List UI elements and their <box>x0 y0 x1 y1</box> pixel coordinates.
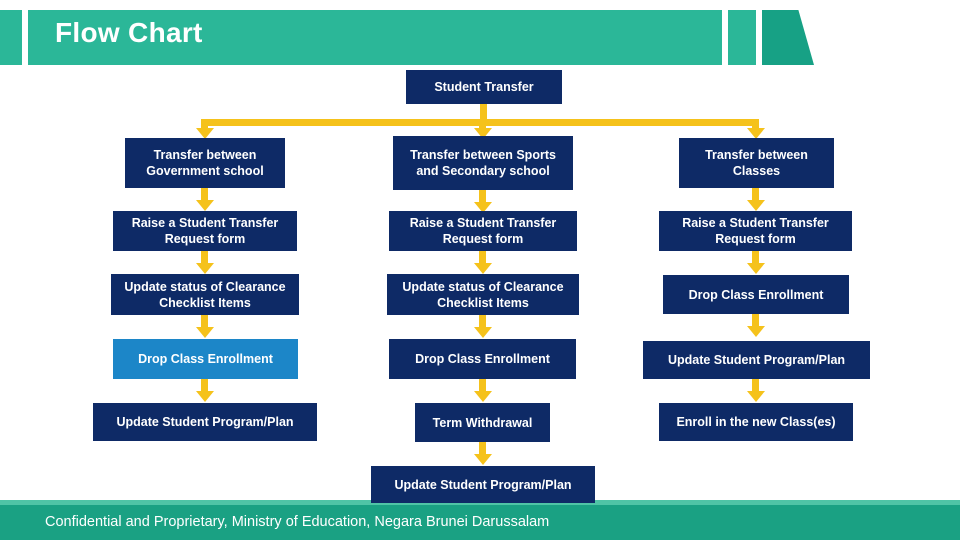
arrow-col2-4-5 <box>474 391 492 402</box>
footer-confidentiality-text: Confidential and Proprietary, Ministry o… <box>45 514 550 530</box>
arrow-col3-4-5 <box>747 391 765 402</box>
arrow-to-col3-n1 <box>747 128 765 139</box>
connector-col1-2-3 <box>201 251 208 267</box>
connector-branch-drop-left <box>201 119 208 131</box>
arrow-col1-3-4 <box>196 327 214 338</box>
connector-root-stem <box>480 104 487 126</box>
node-student-transfer[interactable]: Student Transfer <box>406 70 562 104</box>
arrow-col2-1-2 <box>474 202 492 213</box>
node-col1-drop-class-enrollment[interactable]: Drop Class Enrollment <box>113 339 298 379</box>
arrow-col3-3-4 <box>747 326 765 337</box>
page-title: Flow Chart <box>55 17 203 48</box>
arrow-col1-4-5 <box>196 391 214 402</box>
connector-col3-4-5 <box>752 379 759 395</box>
arrow-col3-2-3 <box>747 263 765 274</box>
connector-col1-4-5 <box>201 379 208 395</box>
connector-col3-1-2 <box>752 188 759 204</box>
connector-col2-2-3 <box>479 251 486 267</box>
arrow-col2-5-6 <box>474 454 492 465</box>
connector-col2-3-4 <box>479 315 486 331</box>
connector-col2-5-6 <box>479 442 486 458</box>
header-accent-block-1 <box>0 10 22 65</box>
node-col3-transfer-between-classes[interactable]: Transfer between Classes <box>679 138 834 188</box>
connector-branch-drop-right <box>752 119 759 131</box>
node-col1-raise-request-form[interactable]: Raise a Student Transfer Request form <box>113 211 297 251</box>
arrow-col2-3-4 <box>474 327 492 338</box>
node-col1-update-student-program-plan[interactable]: Update Student Program/Plan <box>93 403 317 441</box>
arrow-col1-2-3 <box>196 263 214 274</box>
arrow-to-col1-n1 <box>196 128 214 139</box>
node-col3-raise-request-form[interactable]: Raise a Student Transfer Request form <box>659 211 852 251</box>
node-col2-term-withdrawal[interactable]: Term Withdrawal <box>415 403 550 442</box>
node-col3-enroll-new-classes[interactable]: Enroll in the new Class(es) <box>659 403 853 441</box>
node-col2-raise-request-form[interactable]: Raise a Student Transfer Request form <box>389 211 577 251</box>
connector-col3-2-3 <box>752 251 759 267</box>
node-col3-update-student-program-plan[interactable]: Update Student Program/Plan <box>643 341 870 379</box>
connector-col1-1-2 <box>201 188 208 204</box>
connector-branch-drop-mid <box>479 119 486 131</box>
connector-col2-4-5 <box>479 379 486 395</box>
node-col2-drop-class-enrollment[interactable]: Drop Class Enrollment <box>389 339 576 379</box>
node-col1-transfer-government-school[interactable]: Transfer between Government school <box>125 138 285 188</box>
node-col3-drop-class-enrollment[interactable]: Drop Class Enrollment <box>663 275 849 314</box>
node-col2-transfer-sports-secondary[interactable]: Transfer between Sports and Secondary sc… <box>393 136 573 190</box>
node-col2-update-student-program-plan[interactable]: Update Student Program/Plan <box>371 466 595 503</box>
arrow-col2-2-3 <box>474 263 492 274</box>
header-title-bar <box>28 10 722 65</box>
connector-col2-1-2 <box>479 190 486 206</box>
connector-col1-3-4 <box>201 315 208 331</box>
page-footer <box>0 505 960 540</box>
node-col1-update-clearance-checklist[interactable]: Update status of Clearance Checklist Ite… <box>111 274 299 315</box>
page-header: Flow Chart <box>0 0 960 68</box>
connector-col3-3-4 <box>752 314 759 330</box>
header-accent-block-2 <box>728 10 756 65</box>
node-col2-update-clearance-checklist[interactable]: Update status of Clearance Checklist Ite… <box>387 274 579 315</box>
arrow-to-col2-n1 <box>474 128 492 139</box>
arrow-col1-1-2 <box>196 200 214 211</box>
arrow-col3-1-2 <box>747 200 765 211</box>
